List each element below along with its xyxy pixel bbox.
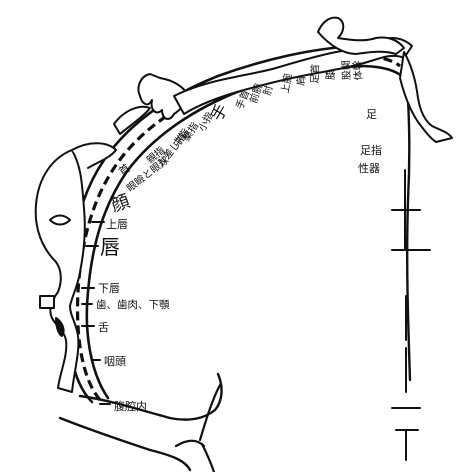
label-face: 顔 [109, 191, 133, 217]
sulcus-2 [176, 441, 204, 446]
label-abdominal: 腹腔内 [114, 399, 147, 413]
label-shoulder: 肩 [294, 75, 308, 86]
label-neck: 首 [116, 161, 133, 179]
temporal-fold [80, 374, 222, 420]
label-pharynx: 咽頭 [104, 355, 126, 368]
label-ankle: 足首 [308, 64, 322, 84]
label-toes: 足指 [360, 143, 382, 157]
sulcus-3 [202, 444, 214, 472]
label-tongue: 舌 [98, 321, 109, 334]
label-hip: 股関 [340, 60, 353, 80]
label-genitals: 性器 [358, 161, 380, 175]
right-marker-1 [392, 170, 430, 250]
label-upper-lip: 上唇 [106, 218, 128, 231]
right-marker-2 [392, 296, 420, 460]
label-teeth: 歯、歯肉、下顎 [96, 298, 170, 311]
temporal-fold-2 [60, 418, 190, 470]
label-knee: 膝 [324, 70, 337, 80]
face-outline [36, 150, 85, 392]
leg-outline [400, 52, 452, 142]
lip-block [40, 296, 54, 308]
label-foot: 足 [366, 108, 377, 121]
shoulder-outline [114, 107, 150, 134]
label-lower-lip: 下唇 [98, 282, 120, 295]
label-lips: 唇 [100, 235, 120, 259]
